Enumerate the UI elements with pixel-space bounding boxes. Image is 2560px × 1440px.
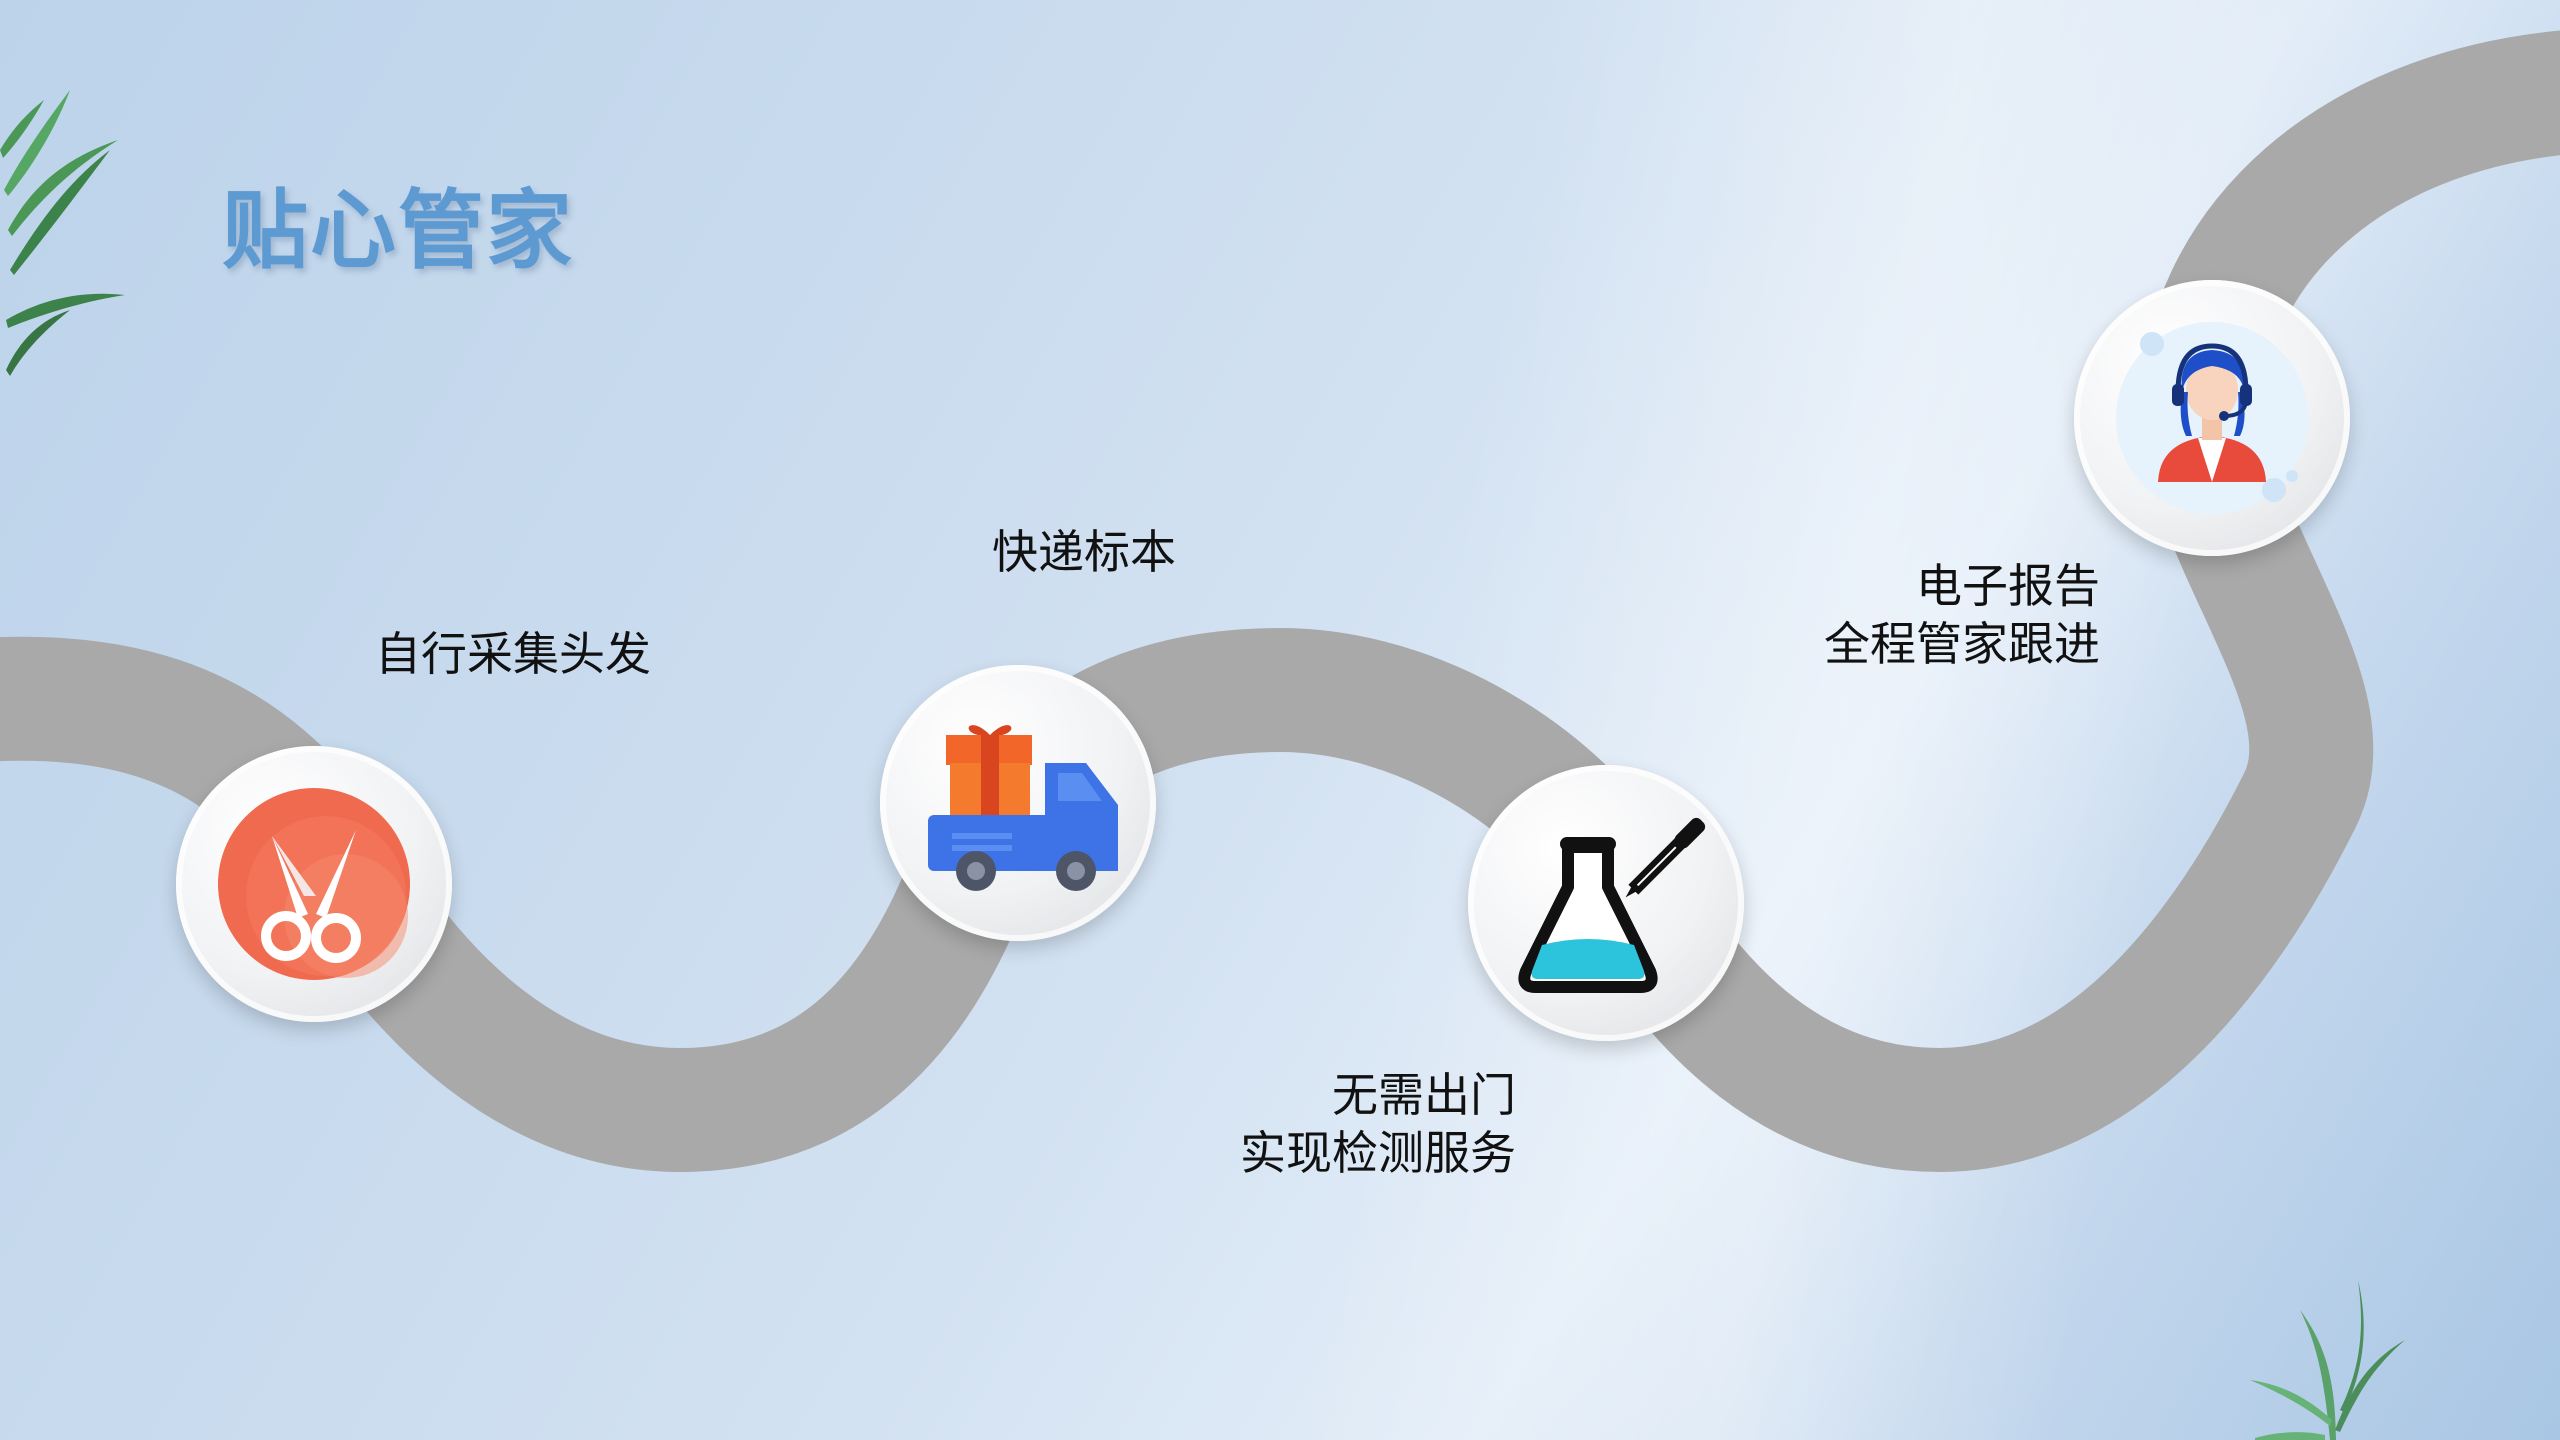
delivery-truck-icon [928,725,1118,891]
step-label-line: 电子报告 [1916,559,2100,613]
step-node-report [2074,280,2350,556]
step-node-test [1468,765,1744,1041]
step-label-line: 无需出门 [1332,1068,1516,1122]
customer-service-icon [2116,322,2308,514]
step-label-line: 全程管家跟进 [1824,617,2100,671]
step-label-ship: 快递标本 [992,523,1176,581]
page-title: 贴心管家 [222,181,574,281]
step-node-ship [880,665,1156,941]
leaf-decoration-icon [2250,1280,2405,1440]
leaf-decoration-icon [0,90,125,376]
step-node-collect [176,746,452,1022]
step-label-line: 实现检测服务 [1240,1126,1516,1180]
scissors-icon [218,788,410,980]
step-label-report: 电子报告 全程管家跟进 [1810,557,2100,673]
step-label-collect: 自行采集头发 [375,625,651,683]
lab-flask-icon [1518,817,1706,993]
step-label-test: 无需出门 实现检测服务 [1228,1066,1516,1182]
step-label-line: 自行采集头发 [375,627,651,681]
step-label-line: 快递标本 [992,525,1176,579]
